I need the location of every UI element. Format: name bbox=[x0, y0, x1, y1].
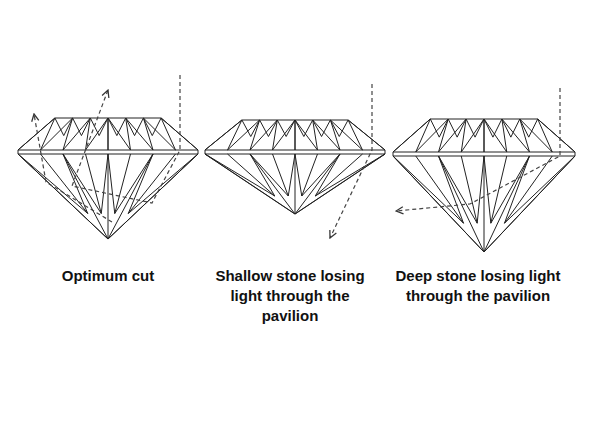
facet-line bbox=[448, 119, 466, 137]
facet-line bbox=[491, 156, 507, 223]
facet-line bbox=[439, 156, 485, 252]
facet-line bbox=[228, 154, 275, 196]
facet-line bbox=[250, 154, 295, 196]
facet-line bbox=[484, 156, 575, 252]
facet-line bbox=[439, 156, 485, 223]
caption: Deep stone losing light through the pavi… bbox=[393, 266, 563, 306]
facet-line bbox=[461, 156, 477, 223]
light-ray bbox=[34, 114, 112, 222]
facet-line bbox=[260, 120, 278, 137]
facet-line bbox=[273, 154, 289, 196]
facet-line bbox=[86, 118, 109, 150]
light-rays bbox=[34, 75, 560, 238]
facet-line bbox=[484, 156, 530, 223]
facet-line bbox=[128, 154, 198, 214]
facet-line bbox=[108, 118, 131, 150]
facet-line bbox=[520, 119, 538, 137]
facet-line bbox=[205, 120, 242, 150]
facet-line bbox=[86, 154, 102, 214]
light-ray bbox=[72, 75, 180, 203]
facet-line bbox=[502, 119, 520, 137]
facet-line bbox=[143, 118, 175, 150]
facet-line bbox=[108, 154, 198, 239]
facet-line bbox=[18, 150, 198, 239]
facet-line bbox=[273, 120, 296, 150]
facet-line bbox=[205, 154, 275, 196]
facet-line bbox=[504, 156, 575, 223]
facet-line bbox=[439, 119, 467, 152]
caption: Optimum cut bbox=[23, 266, 193, 286]
facet-line bbox=[143, 118, 161, 136]
facet-line bbox=[295, 120, 318, 150]
facet-line bbox=[18, 154, 88, 214]
light-ray bbox=[396, 88, 560, 211]
facet-line bbox=[205, 154, 295, 214]
facet-line bbox=[504, 156, 552, 223]
facet-line bbox=[538, 119, 575, 152]
facet-line bbox=[461, 119, 484, 152]
facet-line bbox=[330, 120, 348, 137]
facet-line bbox=[250, 154, 295, 214]
light-ray bbox=[330, 84, 372, 238]
facet-line bbox=[205, 120, 385, 150]
facet-line bbox=[315, 154, 385, 196]
diamond bbox=[393, 119, 575, 252]
facet-line bbox=[520, 119, 552, 152]
facet-line bbox=[128, 154, 175, 214]
facet-line bbox=[90, 118, 108, 136]
facet-line bbox=[430, 119, 448, 137]
facet-line bbox=[295, 154, 296, 214]
facet-line bbox=[393, 119, 575, 152]
facet-line bbox=[108, 154, 153, 239]
facet-line bbox=[295, 154, 340, 196]
diamond-stones bbox=[18, 118, 575, 252]
facet-line bbox=[484, 156, 485, 252]
facet-line bbox=[466, 119, 484, 137]
caption: Shallow stone losing light through the p… bbox=[205, 266, 375, 326]
facet-line bbox=[250, 120, 277, 150]
facet-line bbox=[18, 118, 55, 150]
facet-line bbox=[348, 120, 385, 150]
facet-line bbox=[55, 118, 73, 136]
facet-line bbox=[73, 118, 91, 136]
facet-line bbox=[416, 119, 448, 152]
facet-line bbox=[393, 119, 430, 152]
facet-line bbox=[295, 154, 340, 214]
facet-line bbox=[484, 119, 507, 152]
facet-line bbox=[484, 119, 502, 137]
facet-line bbox=[205, 150, 385, 214]
facet-line bbox=[295, 120, 313, 137]
facet-line bbox=[484, 156, 530, 252]
facet-line bbox=[18, 118, 198, 150]
facet-line bbox=[63, 154, 108, 214]
facet-line bbox=[302, 154, 318, 196]
facet-line bbox=[416, 156, 464, 223]
facet-line bbox=[108, 118, 126, 136]
facet-line bbox=[313, 120, 331, 137]
facet-line bbox=[108, 154, 109, 239]
facet-line bbox=[315, 154, 362, 196]
diamond bbox=[205, 120, 385, 214]
facet-line bbox=[63, 118, 90, 150]
facet-line bbox=[18, 154, 108, 239]
facet-line bbox=[41, 118, 73, 150]
facet-line bbox=[277, 120, 295, 137]
facet-line bbox=[108, 154, 153, 214]
facet-line bbox=[295, 154, 385, 214]
facet-line bbox=[115, 154, 131, 214]
facet-line bbox=[330, 120, 362, 150]
facet-line bbox=[228, 120, 260, 150]
facet-line bbox=[393, 156, 464, 223]
facet-line bbox=[126, 118, 144, 136]
facet-line bbox=[242, 120, 260, 137]
facet-line bbox=[393, 152, 575, 252]
